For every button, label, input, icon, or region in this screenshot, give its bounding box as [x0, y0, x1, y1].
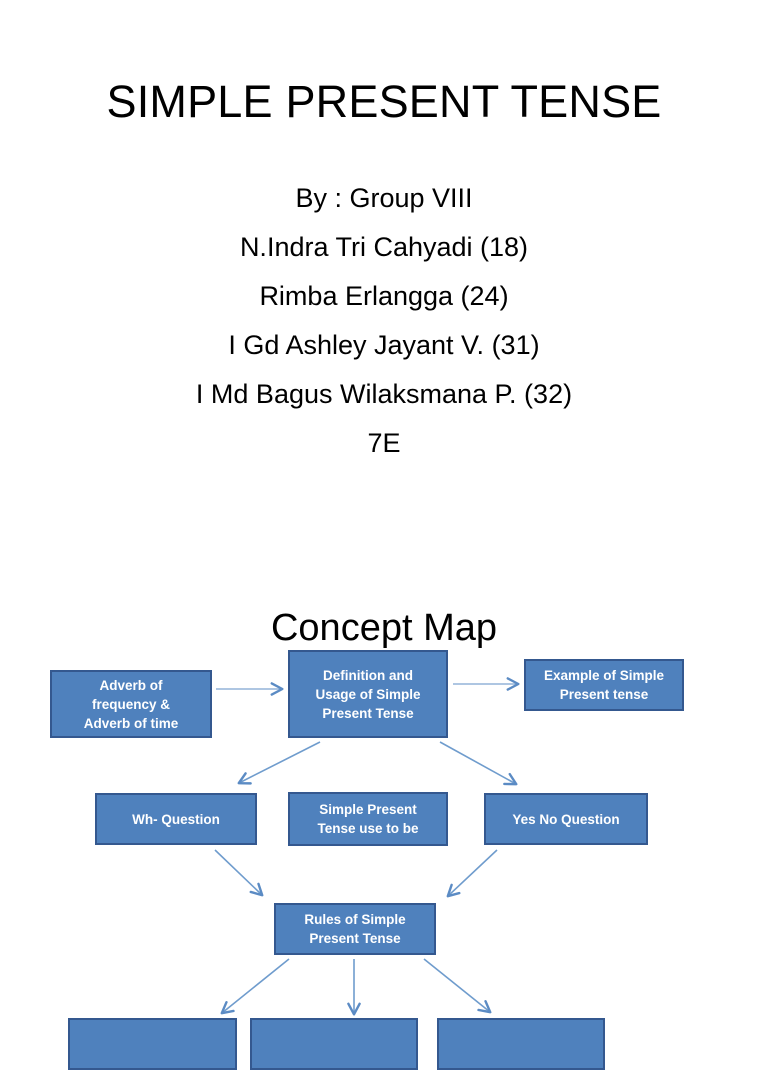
slide-canvas: SIMPLE PRESENT TENSE By : Group VIII N.I… — [0, 76, 768, 1070]
author-line: By : Group VIII — [295, 183, 473, 213]
concept-node-bottom-3[interactable] — [437, 1018, 605, 1070]
page-title: SIMPLE PRESENT TENSE — [106, 76, 662, 127]
arrow-layer — [214, 677, 520, 1016]
concept-node-bottom-2[interactable] — [250, 1018, 418, 1070]
concept-node-adverb[interactable]: Adverb of frequency & Adverb of time — [50, 670, 212, 738]
concept-node-definition[interactable]: Definition and Usage of Simple Present T… — [288, 650, 448, 738]
edge-wh-to-rules — [214, 849, 264, 897]
concept-node-rules[interactable]: Rules of Simple Present Tense — [274, 903, 436, 955]
author-line: I Gd Ashley Jayant V. (31) — [228, 330, 540, 360]
section-heading-concept-map: Concept Map — [270, 607, 497, 649]
author-line: I Md Bagus Wilaksmana P. (32) — [195, 379, 573, 409]
author-line: N.Indra Tri Cahyadi (18) — [239, 232, 529, 262]
author-line: Rimba Erlangga (24) — [259, 281, 509, 311]
concept-node-example[interactable]: Example of Simple Present tense — [524, 659, 684, 711]
edge-rules-to-bottom-3 — [423, 958, 492, 1014]
concept-node-wh-question[interactable]: Wh- Question — [95, 793, 257, 845]
author-line: 7E — [367, 428, 401, 458]
edge-definition-to-yesno — [439, 741, 518, 786]
concept-node-use-to-be[interactable]: Simple Present Tense use to be — [288, 792, 448, 846]
edge-definition-to-wh — [237, 741, 321, 785]
author-list: By : Group VIII N.Indra Tri Cahyadi (18)… — [0, 174, 768, 468]
concept-node-bottom-1[interactable] — [68, 1018, 237, 1070]
concept-map-diagram: Adverb of frequency & Adverb of time Def… — [50, 650, 684, 1070]
concept-node-yes-no-question[interactable]: Yes No Question — [484, 793, 648, 845]
edge-rules-to-bottom-1 — [220, 958, 290, 1015]
edge-yesno-to-rules — [446, 849, 498, 898]
